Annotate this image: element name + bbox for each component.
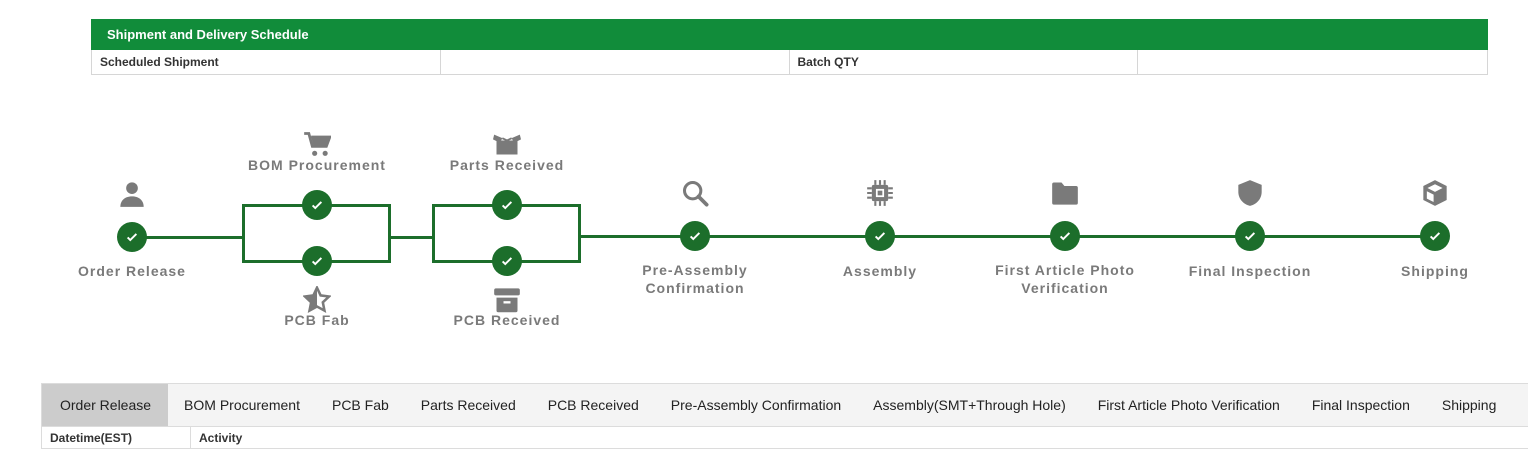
step-node-first-article-photo-verification[interactable]	[1050, 221, 1080, 251]
tab-order-release[interactable]: Order Release	[42, 384, 169, 426]
open-box-icon	[493, 130, 521, 158]
scheduled-shipment-value	[441, 50, 790, 74]
shield-icon	[1236, 179, 1264, 207]
timeline-connector	[242, 204, 245, 263]
step-label-shipping: Shipping	[1401, 263, 1469, 279]
check-icon	[501, 257, 513, 266]
schedule-fields-row: Scheduled Shipment Batch QTY	[91, 50, 1488, 75]
progress-timeline: Order Release BOM Procurement PCB Fab Pa…	[78, 130, 1469, 328]
cube-icon	[1421, 179, 1449, 207]
tab-final-inspection[interactable]: Final Inspection	[1311, 397, 1410, 413]
check-icon	[1059, 232, 1071, 241]
timeline-connector	[578, 204, 581, 263]
chip-icon	[866, 179, 894, 207]
step-node-shipping[interactable]	[1420, 221, 1450, 251]
scheduled-shipment-label: Scheduled Shipment	[92, 50, 441, 74]
tab-pcb-fab[interactable]: PCB Fab	[331, 397, 389, 413]
timeline-connector	[390, 236, 433, 239]
timeline-connector	[388, 204, 391, 263]
tab-bom-procurement[interactable]: BOM Procurement	[184, 397, 300, 413]
tab-pre-assembly-confirmation[interactable]: Pre-Assembly Confirmation	[670, 397, 842, 413]
step-label-pre-assembly-confirmation: Pre-Assembly Confirmation	[642, 262, 748, 296]
timeline-connector	[432, 204, 435, 263]
check-icon	[501, 201, 513, 210]
step-label-first-article-photo-verification: First Article Photo Verification	[995, 262, 1135, 296]
check-icon	[126, 233, 138, 242]
step-node-pre-assembly-confirmation[interactable]	[680, 221, 710, 251]
shipment-schedule-panel: Shipment and Delivery Schedule Scheduled…	[91, 19, 1488, 75]
step-label-order-release: Order Release	[78, 263, 186, 279]
step-label-bom-procurement: BOM Procurement	[248, 157, 386, 173]
check-icon	[874, 232, 886, 241]
check-icon	[1244, 232, 1256, 241]
user-icon	[118, 180, 146, 208]
star-icon	[303, 286, 331, 314]
timeline-connector	[580, 235, 1435, 238]
step-node-final-inspection[interactable]	[1235, 221, 1265, 251]
step-node-parts-received[interactable]	[492, 190, 522, 220]
tab-assembly[interactable]: Assembly(SMT+Through Hole)	[873, 397, 1066, 413]
check-icon	[311, 201, 323, 210]
column-header-activity: Activity	[199, 431, 243, 445]
check-icon	[311, 257, 323, 266]
step-node-assembly[interactable]	[865, 221, 895, 251]
step-label-assembly: Assembly	[842, 263, 918, 279]
stage-tabs: Order Release BOM Procurement PCB Fab Pa…	[41, 383, 1528, 427]
tab-first-article-photo-verification[interactable]: First Article Photo Verification	[1097, 397, 1280, 413]
step-label-pcb-received: PCB Received	[453, 312, 561, 328]
check-icon	[689, 232, 701, 241]
cart-icon	[303, 130, 331, 158]
schedule-title: Shipment and Delivery Schedule	[91, 19, 1488, 50]
search-icon	[681, 179, 709, 207]
step-node-order-release[interactable]	[117, 222, 147, 252]
step-node-pcb-received[interactable]	[492, 246, 522, 276]
check-icon	[1429, 232, 1441, 241]
tab-pcb-received[interactable]: PCB Received	[547, 397, 639, 413]
column-header-datetime: Datetime(EST)	[42, 427, 191, 448]
tab-parts-received[interactable]: Parts Received	[420, 397, 516, 413]
tab-shipping[interactable]: Shipping	[1441, 397, 1497, 413]
batch-qty-label: Batch QTY	[790, 50, 1139, 74]
step-label-parts-received: Parts Received	[449, 157, 565, 173]
step-node-bom-procurement[interactable]	[302, 190, 332, 220]
folder-icon	[1051, 179, 1079, 207]
step-label-pcb-fab: PCB Fab	[284, 312, 350, 328]
activity-table-header: Datetime(EST) Activity	[41, 427, 1528, 449]
timeline-connector	[132, 236, 243, 239]
step-label-final-inspection: Final Inspection	[1188, 263, 1312, 279]
archive-icon	[493, 286, 521, 314]
step-node-pcb-fab[interactable]	[302, 246, 332, 276]
